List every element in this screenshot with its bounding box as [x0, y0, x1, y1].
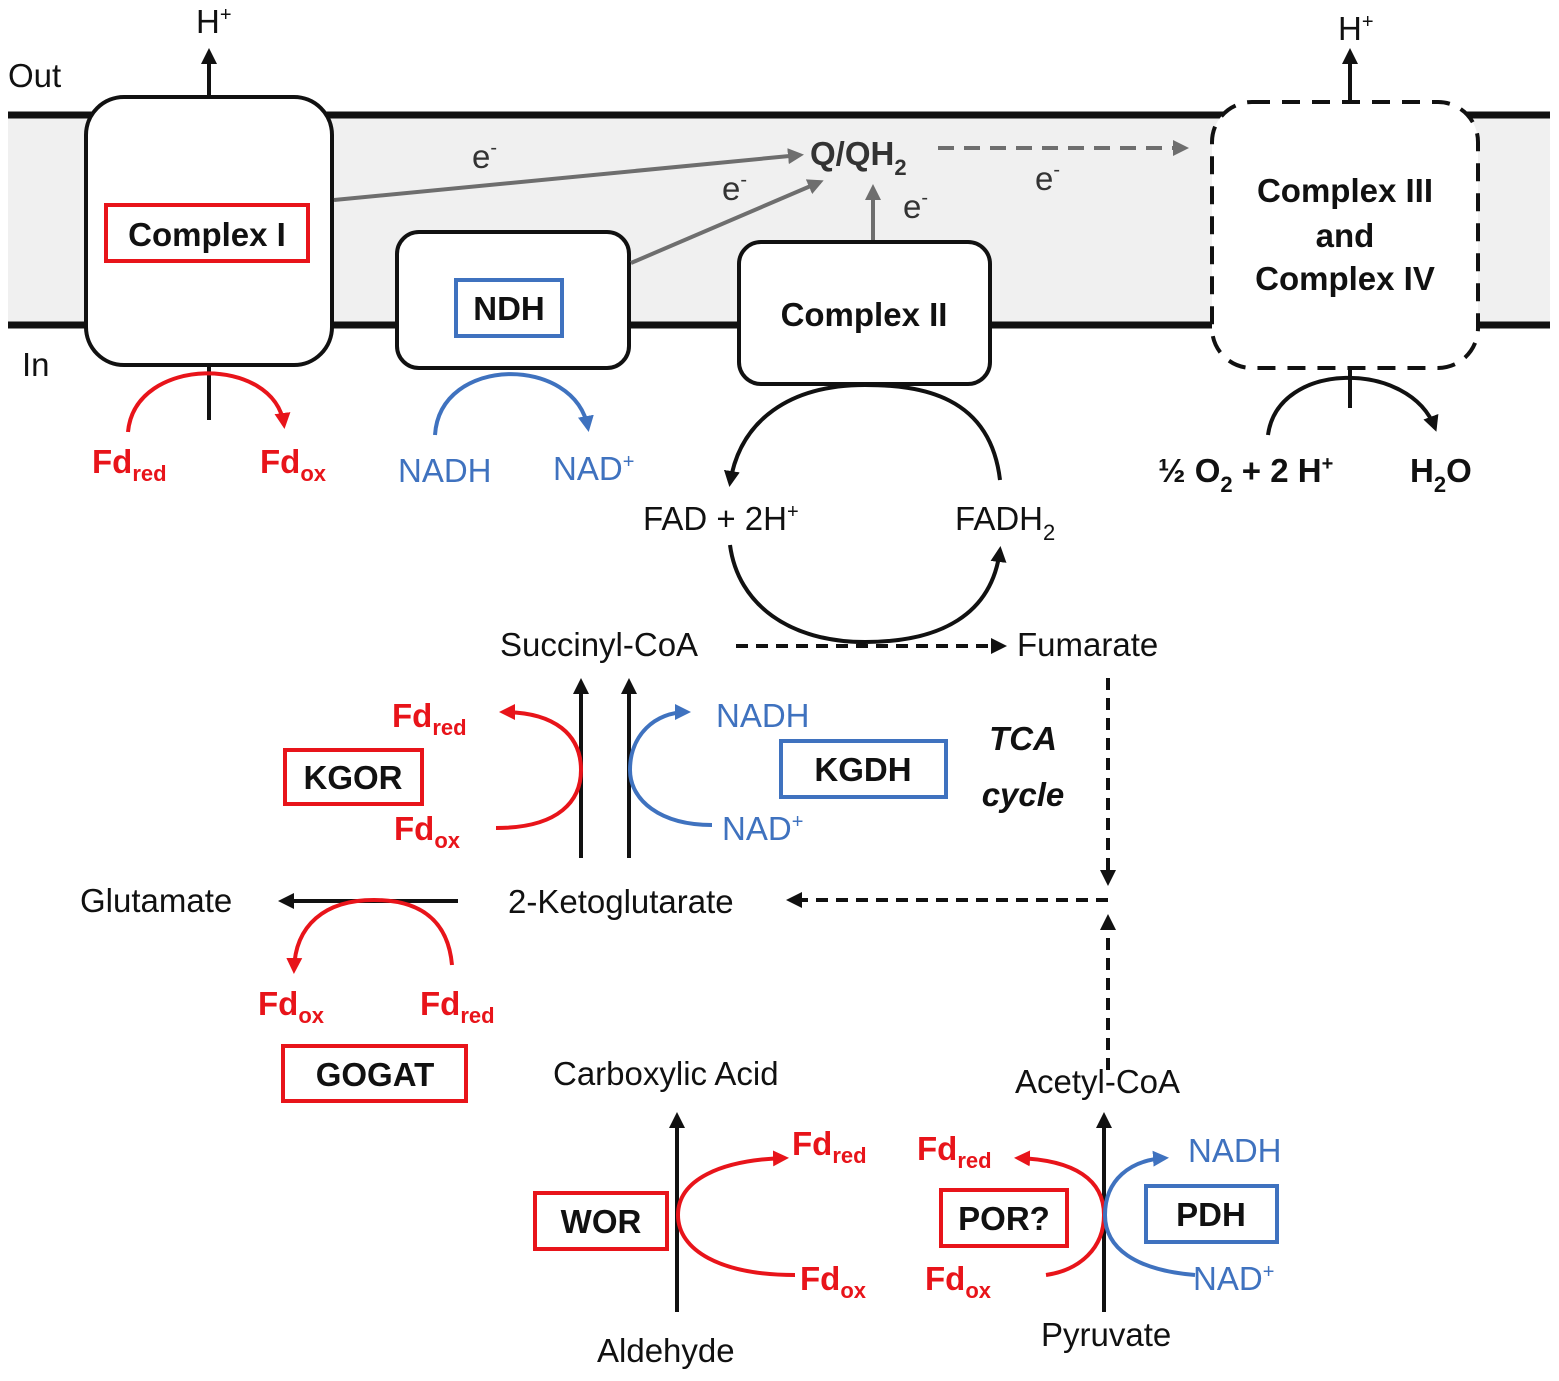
- ndh-nadh: NADH: [398, 452, 492, 489]
- complex1-fd-arc: [126, 371, 291, 433]
- electron-arrow-complex1: [333, 148, 804, 202]
- in-label: In: [22, 346, 50, 383]
- ndh-label-frame: [454, 278, 564, 338]
- acetyl-coa-label: Acetyl-CoA: [1015, 1063, 1180, 1100]
- carboxylic-acid-label: Carboxylic Acid: [553, 1055, 779, 1092]
- kgor-fd-arc: [495, 704, 584, 830]
- complex2-lower-arc: [728, 544, 1007, 645]
- gogat-fd-arc: [286, 897, 454, 974]
- complex1-label-frame: [104, 203, 310, 263]
- kgor-fd-red: Fdred: [392, 697, 467, 740]
- kgor-box: [283, 748, 424, 806]
- quinone-label: Q/QH2: [810, 135, 907, 180]
- electron-label-1: e-: [472, 137, 497, 175]
- por-fd-ox: Fdox: [925, 1260, 992, 1303]
- fadh2-label: FADH2: [955, 500, 1055, 545]
- electron-label-4: e-: [1035, 159, 1060, 197]
- pdh-nad: NAD+: [1193, 1260, 1274, 1297]
- ndh-label: NDH: [473, 290, 545, 327]
- fumarate-label: Fumarate: [1017, 626, 1158, 663]
- wor-fd-red: Fdred: [792, 1125, 867, 1168]
- wor-box: [533, 1191, 669, 1251]
- complex2-label: Complex II: [781, 296, 948, 333]
- electron-arrow-ndh: [630, 179, 824, 265]
- tca-label-line2: cycle: [982, 776, 1065, 813]
- electron-label-3: e-: [903, 187, 928, 225]
- kgor-label: KGOR: [304, 759, 403, 796]
- complex34-box: [1210, 100, 1480, 370]
- complex1-fd-red: Fdred: [92, 443, 167, 486]
- gogat-fd-ox: Fdox: [258, 985, 325, 1028]
- pdh-nad-arc: [1102, 1150, 1196, 1277]
- complex34-line2: and: [1316, 217, 1375, 254]
- complex1-fd-ox: Fdox: [260, 443, 327, 486]
- kgdh-box: [779, 739, 948, 799]
- kgdh-label: KGDH: [814, 751, 911, 788]
- kgdh-nad-arc: [627, 704, 713, 827]
- succinyl-coa-label: Succinyl-CoA: [500, 626, 698, 663]
- pdh-label: PDH: [1176, 1196, 1246, 1233]
- kgdh-nad: NAD+: [722, 810, 803, 847]
- ndh-nad: NAD+: [553, 450, 634, 487]
- aldehyde-label: Aldehyde: [597, 1332, 735, 1369]
- ketoglutarate-label: 2-Ketoglutarate: [508, 883, 734, 920]
- por-box: [939, 1188, 1069, 1248]
- gogat-label: GOGAT: [316, 1056, 435, 1093]
- wor-label: WOR: [561, 1203, 642, 1240]
- por-label: POR?: [958, 1200, 1050, 1237]
- tca-label-line1: TCA: [989, 720, 1057, 757]
- gogat-fd-red: Fdred: [420, 985, 495, 1028]
- pyruvate-label: Pyruvate: [1041, 1316, 1171, 1353]
- pdh-nadh: NADH: [1188, 1132, 1282, 1169]
- kgor-fd-ox: Fdox: [394, 810, 461, 853]
- complex34-line1: Complex III: [1257, 172, 1433, 209]
- fad-label: FAD + 2H+: [643, 500, 799, 537]
- complex1-proton-label: H+: [196, 3, 232, 40]
- wor-fd-ox: Fdox: [800, 1260, 867, 1303]
- ndh-nad-arc: [433, 372, 594, 436]
- oxygen-arc: [1266, 375, 1439, 436]
- kgdh-nadh: NADH: [716, 697, 810, 734]
- pdh-box: [1144, 1184, 1279, 1244]
- por-fd-red: Fdred: [917, 1130, 992, 1173]
- electron-label-2: e-: [722, 169, 747, 207]
- complex34-line3: Complex IV: [1255, 260, 1435, 297]
- oxygen-label: ½ O2 + 2 H+: [1158, 452, 1333, 497]
- wor-fd-arc: [675, 1150, 796, 1277]
- glutamate-label: Glutamate: [80, 882, 232, 919]
- water-label: H2O: [1410, 452, 1472, 497]
- complex1-label: Complex I: [128, 216, 286, 253]
- gogat-box: [281, 1044, 468, 1103]
- complex3-proton-label: H+: [1338, 10, 1374, 47]
- complex2-upper-arc: [723, 382, 1002, 487]
- out-label: Out: [8, 57, 61, 94]
